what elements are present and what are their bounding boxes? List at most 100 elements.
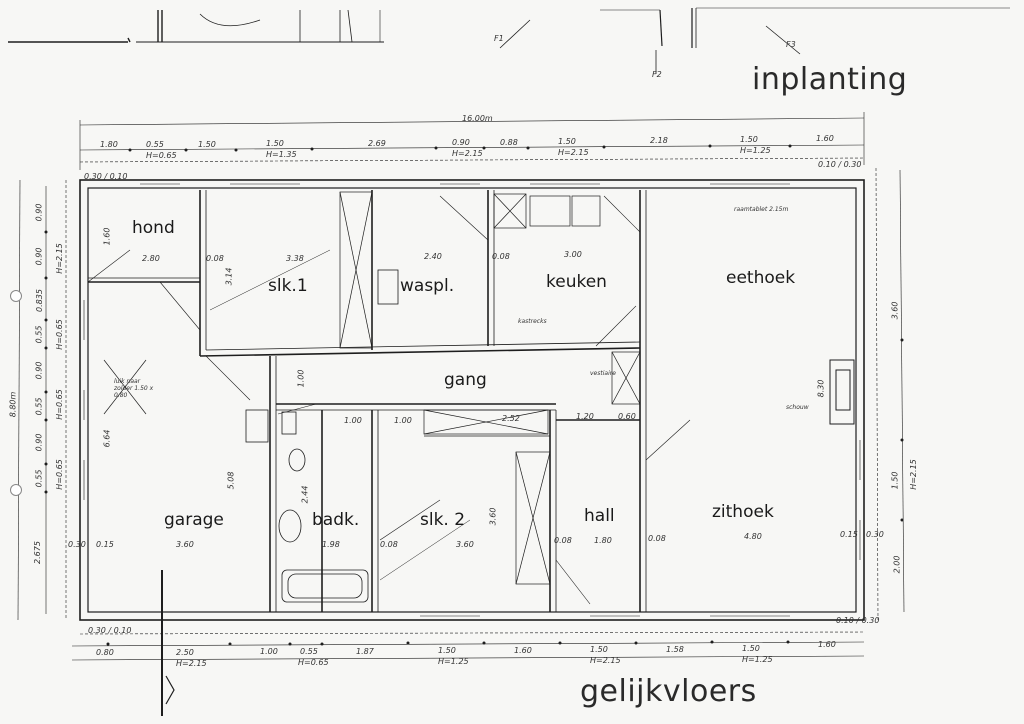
left-dim-8: 0.55 — [34, 469, 44, 488]
left-dim-h3: H=0.65 — [54, 389, 64, 420]
left-dim-4: 0.55 — [34, 325, 44, 344]
bottom-dim-4: 0.55 — [300, 647, 318, 656]
top-dim-1: 1.80 — [100, 140, 118, 149]
left-dim-9: 2.675 — [32, 541, 42, 564]
dim-gang-h: 1.00 — [296, 369, 306, 388]
room-label-zithoek: zithoek — [712, 502, 774, 522]
fireplace — [829, 359, 855, 425]
note-window-sill: raamtablet 2.15m — [734, 206, 789, 213]
note-kastrecks: kastrecks — [518, 318, 547, 325]
top-dim-7: 0.88 — [500, 138, 518, 147]
dim-badk-w: 1.98 — [322, 540, 340, 549]
windows — [83, 183, 861, 617]
arrow-label-f2: F2 — [652, 70, 662, 79]
dim-garage-h2: 6.64 — [102, 429, 112, 448]
room-label-eethoek: eethoek — [726, 268, 796, 288]
note-attic-hatch: luik naar zolder 1.50 x 0.80 — [114, 378, 154, 399]
dim-slk1-w: 3.38 — [286, 254, 304, 263]
dim-eethoek-h: 8.30 — [816, 379, 826, 398]
left-dim-h2: H=0.65 — [54, 319, 64, 350]
room-label-keuken: keuken — [546, 272, 607, 292]
top-dim-h1: H=0.65 — [146, 151, 177, 160]
binder-hole-bottom — [10, 484, 22, 496]
left-dim-overall: 8.80m — [8, 391, 18, 418]
cupboards — [339, 191, 641, 585]
right-dim-h1: H=2.15 — [908, 459, 918, 490]
dim-wall-6: 0.15 — [96, 540, 114, 549]
arrow-label-f3: F3 — [786, 40, 796, 49]
dim-wall-7: 0.15 — [840, 530, 858, 539]
attic-hatch — [103, 359, 147, 415]
site-plan-fragment — [8, 7, 1010, 74]
room-label-slk1: slk.1 — [268, 276, 308, 296]
dim-gang-3: 2.52 — [502, 414, 520, 423]
exterior-walls — [79, 179, 865, 621]
left-dim-h1: H=2.15 — [54, 243, 64, 274]
site-heading: inplanting — [752, 62, 908, 97]
dim-hall-w: 1.80 — [594, 536, 612, 545]
left-dim-2: 0.90 — [34, 247, 44, 266]
room-label-garage: garage — [164, 510, 224, 530]
room-label-badk: badk. — [312, 510, 360, 530]
dim-gang-4: 1.20 — [576, 412, 594, 421]
interior-walls — [88, 190, 647, 612]
bottom-dim-3: 1.00 — [260, 647, 278, 656]
dim-gang-2: 1.00 — [394, 416, 412, 425]
dim-keuken-w: 3.00 — [564, 250, 582, 259]
dim-badk-h: 2.44 — [300, 485, 310, 504]
bathroom-fixtures — [245, 269, 399, 603]
dim-hond-w: 2.80 — [142, 254, 160, 263]
dim-waspl-w: 2.40 — [424, 252, 442, 261]
top-dim-h3: H=2.15 — [452, 149, 483, 158]
bottom-dim-8: 1.50 — [590, 645, 608, 654]
bottom-dim-h3: H=1.25 — [438, 657, 469, 666]
bottom-dim-h4: H=2.15 — [590, 656, 621, 665]
top-dim-9: 2.18 — [650, 136, 668, 145]
dim-wall-8: 0.30 — [68, 540, 86, 549]
top-dim-10: 1.50 — [740, 135, 758, 144]
right-dim-2: 1.50 — [890, 471, 900, 490]
dim-wall-3: 0.08 — [380, 540, 398, 549]
dimension-ticks — [44, 144, 904, 646]
dim-corner-tr: 0.10 / 0.30 — [818, 160, 862, 169]
dim-wall-5: 0.08 — [648, 534, 666, 543]
top-dim-2: 0.55 — [146, 140, 164, 149]
left-dimension-lines — [17, 179, 67, 621]
top-dim-h2: H=1.35 — [266, 150, 297, 159]
top-dim-11: 1.60 — [816, 134, 834, 143]
dim-slk2-h: 3.60 — [488, 507, 498, 526]
dim-garage-w: 3.60 — [176, 540, 194, 549]
bottom-dim-h5: H=1.25 — [742, 655, 773, 664]
note-schouw: schouw — [786, 404, 809, 411]
floor-heading: gelijkvloers — [580, 674, 757, 709]
bottom-dim-h2: H=0.65 — [298, 658, 329, 667]
room-label-gang: gang — [444, 370, 487, 390]
top-dim-6: 0.90 — [452, 138, 470, 147]
door-swings — [87, 195, 691, 605]
dim-zithoek-w: 4.80 — [744, 532, 762, 541]
dim-hond-h: 1.60 — [102, 227, 112, 246]
top-dim-8: 1.50 — [558, 137, 576, 146]
dim-corner-bl: 0.30 / 0.10 — [88, 626, 132, 635]
bottom-dim-11: 1.60 — [818, 640, 836, 649]
top-dim-h5: H=1.25 — [740, 146, 771, 155]
dim-corner-br: 0.10 / 0.30 — [836, 616, 880, 625]
bottom-dim-7: 1.60 — [514, 646, 532, 655]
bottom-dimension-lines — [71, 631, 865, 661]
left-dim-3: 0.835 — [34, 289, 44, 312]
left-dim-h4: H=0.65 — [54, 459, 64, 490]
dim-wall-2: 0.08 — [492, 252, 510, 261]
note-vestiaire: vestiaire — [590, 370, 616, 377]
left-dim-7: 0.90 — [34, 433, 44, 452]
top-dim-3: 1.50 — [198, 140, 216, 149]
room-label-hall: hall — [584, 506, 615, 526]
bottom-dim-5: 1.87 — [356, 647, 374, 656]
dim-wall-9: 0.30 — [866, 530, 884, 539]
dim-slk2-w: 3.60 — [456, 540, 474, 549]
binder-hole-top — [10, 290, 22, 302]
right-dim-1: 3.60 — [890, 301, 900, 320]
left-dim-6: 0.55 — [34, 397, 44, 416]
room-label-slk2: slk. 2 — [420, 510, 466, 530]
top-dimension-lines — [79, 112, 865, 170]
section-line — [161, 570, 175, 716]
